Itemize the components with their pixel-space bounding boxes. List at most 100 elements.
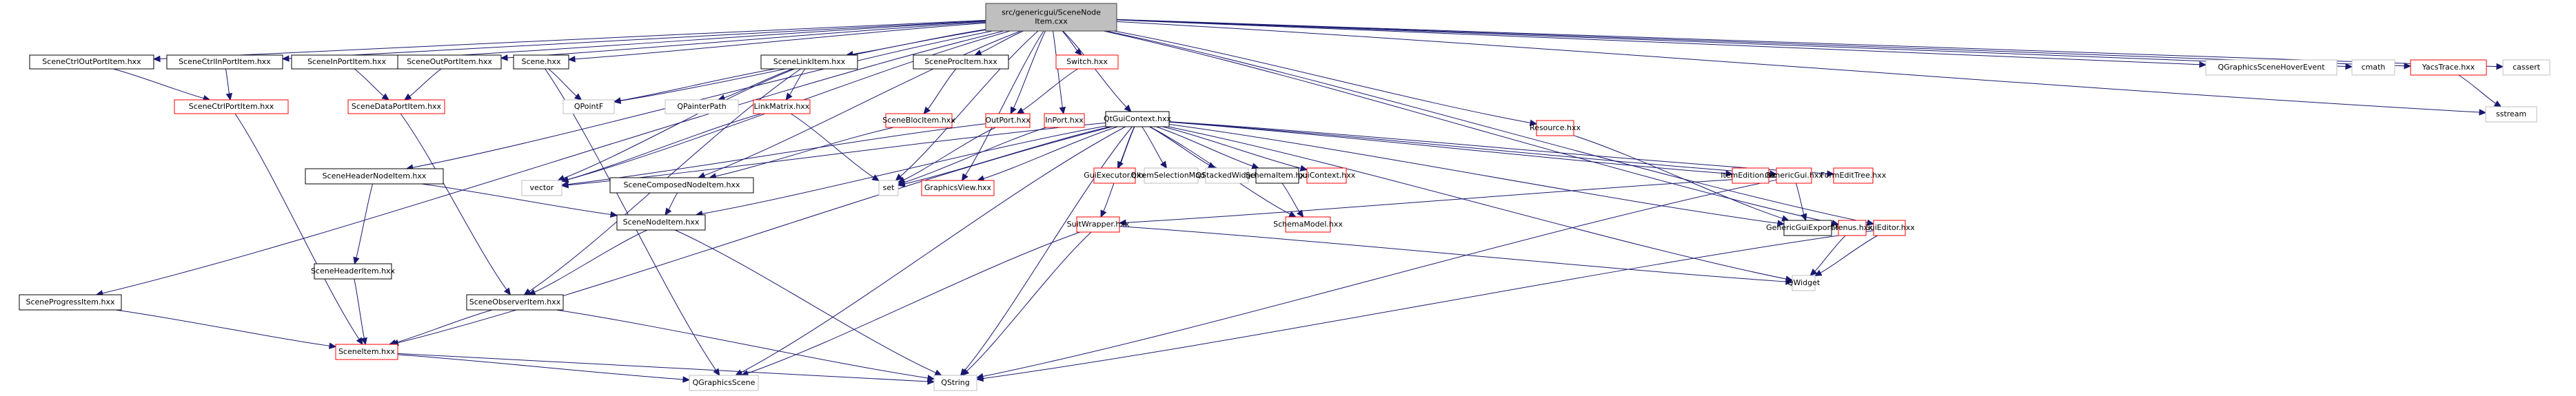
graph-node-qtguicontext[interactable]: QtGuiContext.hxx xyxy=(1104,111,1172,127)
dependency-edge xyxy=(897,127,996,183)
arrowhead-icon xyxy=(1725,170,1734,177)
node-label: SceneCtrlInPortItem.hxx xyxy=(179,57,271,66)
node-box xyxy=(1076,216,1120,233)
node-box xyxy=(878,180,899,196)
graph-node-qgraphicsscene[interactable]: QGraphicsScene xyxy=(689,375,759,391)
graph-node-scenectrloutportitem[interactable]: SceneCtrlOutPortItem.hxx xyxy=(29,54,154,70)
node-box xyxy=(305,168,444,185)
dependency-edge xyxy=(665,192,678,216)
dependency-edge xyxy=(735,126,1126,376)
graph-node-qgraphicsscenehoverevent[interactable]: QGraphicsSceneHoverEvent xyxy=(2205,59,2337,76)
node-label: QtGuiContext.hxx xyxy=(1104,114,1172,123)
node-box xyxy=(933,375,977,391)
node-label: SceneCtrlOutPortItem.hxx xyxy=(42,57,141,66)
edge-line xyxy=(1168,121,1771,174)
arrowhead-icon xyxy=(713,368,720,377)
node-label: LinkMatrix.hxx xyxy=(754,102,810,111)
edge-line xyxy=(1116,19,2497,67)
graph-node-scenectrlinportitem[interactable]: SceneCtrlInPortItem.hxx xyxy=(166,54,283,70)
graph-node-linkmatrix[interactable]: LinkMatrix.hxx xyxy=(753,99,811,114)
edge-line xyxy=(354,68,385,96)
graph-node-sceneobserveritem[interactable]: SceneObserverItem.hxx xyxy=(466,294,564,311)
edge-line xyxy=(1162,126,1301,169)
graph-node-menus[interactable]: Menus.hxx xyxy=(1832,220,1873,236)
graph-node-yacstrace[interactable]: YacsTrace.hxx xyxy=(2410,59,2487,76)
edge-line xyxy=(397,126,1113,344)
graph-node-switch[interactable]: Switch.hxx xyxy=(1055,54,1119,70)
graph-node-scene[interactable]: Scene.hxx xyxy=(513,54,569,70)
graph-node-sceneheaderitem[interactable]: SceneHeaderItem.hxx xyxy=(311,263,396,280)
dependency-edge xyxy=(674,229,942,376)
graph-node-sceneinportitem[interactable]: SceneInPortItem.hxx xyxy=(291,54,403,70)
graph-node-qitemselectionmodel[interactable]: QItemSelectionModel xyxy=(1130,167,1212,184)
graph-node-sceneheadernodeitem[interactable]: SceneHeaderNodeItem.hxx xyxy=(305,168,444,185)
node-box xyxy=(1306,167,1347,184)
arrowhead-icon xyxy=(560,181,569,189)
arrowhead-icon xyxy=(1809,269,1818,276)
graph-node-cmath[interactable]: cmath xyxy=(2351,59,2395,76)
edge-line xyxy=(904,126,1110,185)
graph-node-scenecomposednodeitem[interactable]: SceneComposedNodeItem.hxx xyxy=(609,177,754,194)
graph-node-sceneblocitem[interactable]: SceneBlocItem.hxx xyxy=(882,113,955,128)
dependency-edge xyxy=(1053,30,1066,115)
edge-line xyxy=(724,68,793,98)
graph-node-suitwrapper[interactable]: SuitWrapper.hxx xyxy=(1067,216,1130,233)
edge-line xyxy=(983,126,1118,179)
graph-node-qwidget[interactable]: QWidget xyxy=(1787,275,1821,291)
node-box xyxy=(1776,167,1812,184)
graph-node-cassert[interactable]: cassert xyxy=(2502,59,2550,76)
graph-node-formedittree[interactable]: FormEditTree.hxx xyxy=(1821,167,1887,184)
graph-node-scenelinkitem[interactable]: SceneLinkItem.hxx xyxy=(760,54,858,70)
graph-node-scenectrlportitem[interactable]: SceneCtrlPortItem.hxx xyxy=(174,99,289,114)
node-label: SceneLinkItem.hxx xyxy=(773,57,846,66)
graph-node-inport[interactable]: InPort.hxx xyxy=(1044,113,1085,128)
graph-node-graphicsview[interactable]: GraphicsView.hxx xyxy=(921,180,995,196)
edge-line xyxy=(966,231,1092,372)
node-box xyxy=(335,344,398,360)
graph-node-schemaitem[interactable]: SchemaItem.hxx xyxy=(1246,167,1310,184)
graph-node-set[interactable]: set xyxy=(878,180,899,196)
edge-line xyxy=(982,230,1874,379)
graph-node-genericgui[interactable]: GenericGui.hxx xyxy=(1765,167,1823,184)
graph-node-qstackedwidget[interactable]: QStackedWidget xyxy=(1195,167,1259,184)
graph-node-scenedataportitem[interactable]: SceneDataPortItem.hxx xyxy=(347,99,445,114)
edge-line xyxy=(574,22,986,60)
graph-node-sceneprogressitem[interactable]: SceneProgressItem.hxx xyxy=(19,294,122,311)
graph-node-itemedition[interactable]: ItemEdition.hxx xyxy=(1721,167,1781,184)
edge-line xyxy=(789,68,806,96)
graph-node-scenenodeitem[interactable]: SceneNodeItem.hxx xyxy=(616,214,706,231)
edge-line xyxy=(1281,183,1300,213)
graph-node-guicontext[interactable]: guiContext.hxx xyxy=(1298,167,1356,184)
node-label: QGraphicsSceneHoverEvent xyxy=(2218,63,2325,72)
graph-node-sceneoutportitem[interactable]: SceneOutPortItem.hxx xyxy=(397,54,502,70)
graph-node-root[interactable]: src/genericgui/SceneNodeItem.cxx xyxy=(985,3,1117,32)
graph-node-guiexecutor[interactable]: GuiExecutor.hxx xyxy=(1084,167,1146,184)
graph-node-qpainterpath[interactable]: QPainterPath xyxy=(665,99,739,114)
arrowhead-icon xyxy=(927,378,935,385)
node-label: GenericGui.hxx xyxy=(1765,171,1823,180)
graph-node-genericguiexport[interactable]: GenericGuiExport.hxx xyxy=(1766,220,1849,236)
dependency-edge xyxy=(527,229,648,295)
graph-node-qstring[interactable]: QString xyxy=(933,375,977,391)
graph-node-sceneitem[interactable]: SceneItem.hxx xyxy=(335,344,398,360)
arrowhead-icon xyxy=(1814,269,1823,276)
dependency-edge xyxy=(113,68,211,102)
node-label: QGraphicsScene xyxy=(693,378,755,387)
graph-node-schemamodel[interactable]: SchemaModel.hxx xyxy=(1273,216,1343,233)
graph-node-qpointf[interactable]: QPointF xyxy=(562,99,615,114)
graph-node-vector[interactable]: vector xyxy=(521,180,562,196)
node-box xyxy=(466,294,564,311)
graph-node-outport[interactable]: OutPort.hxx xyxy=(985,113,1031,128)
graph-node-resource[interactable]: Resource.hxx xyxy=(1530,120,1581,136)
arrowhead-icon xyxy=(281,55,290,62)
arrowhead-icon xyxy=(961,368,970,376)
dependency-edge xyxy=(354,68,389,101)
graph-node-sceneprocitem[interactable]: SceneProcItem.hxx xyxy=(913,54,1009,70)
arrowhead-icon xyxy=(1074,48,1082,56)
graph-node-guieditor[interactable]: GuiEditor.hxx xyxy=(1864,220,1915,236)
graph-node-sstream[interactable]: sstream xyxy=(2485,106,2537,123)
arrowhead-icon xyxy=(785,92,793,101)
arrowhead-icon xyxy=(613,97,622,104)
node-label: SchemaItem.hxx xyxy=(1246,171,1310,180)
dependency-edge xyxy=(897,127,1047,186)
